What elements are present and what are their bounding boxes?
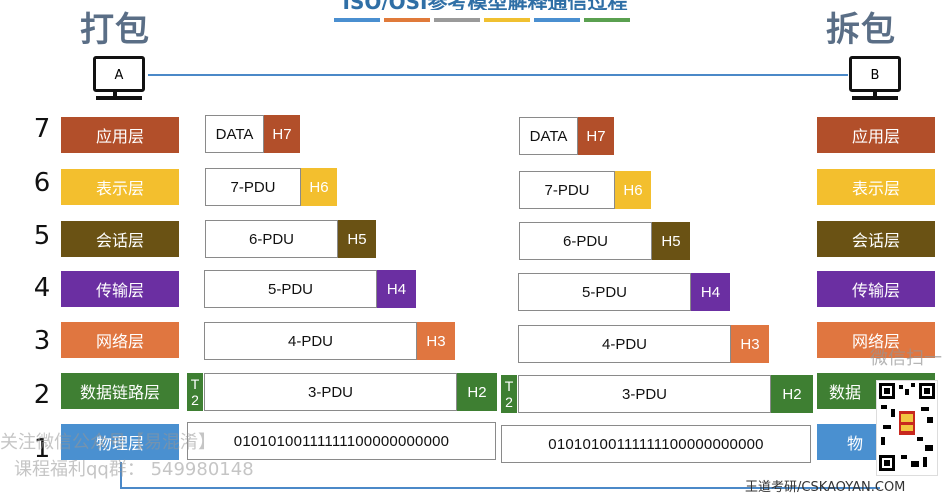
left-pdu-l6-header: H6 <box>301 168 337 206</box>
right-pdu-l2-data: 3-PDU <box>518 375 771 413</box>
left-pdu-l7-header: H7 <box>264 115 300 153</box>
left-pdu-l5-data: 6-PDU <box>205 220 338 258</box>
left-pdu-l4-data: 5-PDU <box>204 270 377 308</box>
left-pdu-l2-trailer: T 2 <box>187 373 203 411</box>
right-pdu-l6-data: 7-PDU <box>519 171 615 209</box>
trailer-2: 2 <box>505 394 513 410</box>
right-pdu-l3-header: H3 <box>731 325 769 363</box>
unpack-label: 拆包 <box>826 10 896 50</box>
left-pdu-l2-data: 3-PDU <box>204 373 457 411</box>
watermark-qq: 课程福利qq群： 549980148 <box>14 459 254 480</box>
left-pdu-l2-header: H2 <box>457 373 497 411</box>
left-layer-datalink: 数据链路层 <box>61 373 179 409</box>
right-layer-presentation: 表示层 <box>817 169 935 205</box>
right-pdu-l5-data: 6-PDU <box>519 222 652 260</box>
right-pdu-l1-bits: 01010100111111100000000000 <box>501 425 811 463</box>
right-pdu-l5-header: H5 <box>652 222 690 260</box>
left-pdu-l7-data: DATA <box>205 115 264 153</box>
right-pdu-l2-trailer: T 2 <box>501 375 517 413</box>
right-pdu-l3-data: 4-PDU <box>518 325 731 363</box>
pack-label: 打包 <box>80 10 150 50</box>
left-pdu-l5-header: H5 <box>338 220 376 258</box>
right-pdu-l6-header: H6 <box>615 171 651 209</box>
layer-number: 7 <box>33 114 51 144</box>
trailer-2: 2 <box>191 392 199 408</box>
left-layer-session: 会话层 <box>61 221 179 257</box>
left-layer-application: 应用层 <box>61 117 179 153</box>
left-layer-network: 网络层 <box>61 322 179 358</box>
host-b-label: B <box>849 56 901 92</box>
watermark-site: 王道考研/CSKAOYAN.COM <box>745 480 906 495</box>
layer-number: 1 <box>33 434 51 464</box>
right-pdu-l7-data: DATA <box>519 117 578 155</box>
layer-number: 5 <box>33 221 51 251</box>
left-pdu-l3-data: 4-PDU <box>204 322 417 360</box>
layer-number: 4 <box>33 273 51 303</box>
qr-code-icon <box>876 380 938 476</box>
right-layer-network: 网络层 <box>817 322 935 358</box>
layer-number: 3 <box>33 326 51 356</box>
left-layer-physical: 物理层 <box>61 424 179 460</box>
left-layer-presentation: 表示层 <box>61 169 179 205</box>
watermark-wechat: 关注微信公众号【易混淆】 <box>0 432 216 453</box>
trailer-t: T <box>504 378 514 394</box>
watermark-scan: 微信扫一 <box>870 348 942 369</box>
link-line <box>148 74 848 76</box>
left-pdu-l4-header: H4 <box>377 270 416 308</box>
right-pdu-l4-data: 5-PDU <box>518 273 691 311</box>
left-pdu-l3-header: H3 <box>417 322 455 360</box>
right-pdu-l2-header: H2 <box>771 375 813 413</box>
left-layer-transport: 传输层 <box>61 271 179 307</box>
right-layer-session: 会话层 <box>817 221 935 257</box>
layer-number: 6 <box>33 168 51 198</box>
layer-number: 2 <box>33 380 51 410</box>
slide-title: ISO/OSI参考模型解释通信过程 <box>300 0 670 10</box>
trailer-t: T <box>190 376 200 392</box>
right-pdu-l4-header: H4 <box>691 273 730 311</box>
right-layer-application: 应用层 <box>817 117 935 153</box>
right-pdu-l7-header: H7 <box>578 117 614 155</box>
left-pdu-l6-data: 7-PDU <box>205 168 301 206</box>
host-a-label: A <box>93 56 145 92</box>
right-layer-transport: 传输层 <box>817 271 935 307</box>
left-pdu-l1-bits: 01010100111111100000000000 <box>187 422 496 460</box>
